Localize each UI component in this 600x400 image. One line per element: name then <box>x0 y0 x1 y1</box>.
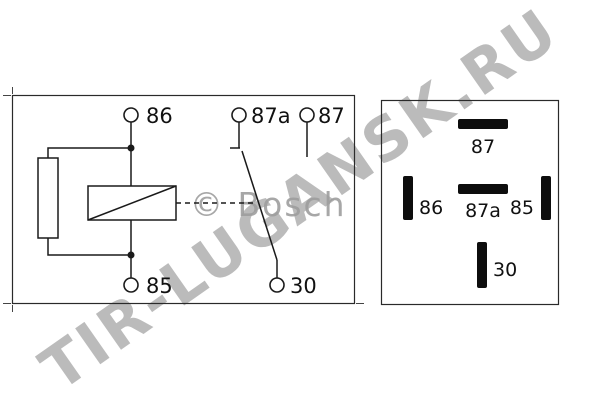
pinout-border <box>380 99 560 306</box>
terminal-85-circle <box>123 277 139 293</box>
pin-87-label: 87 <box>471 136 495 158</box>
terminal-30-label: 30 <box>290 274 317 298</box>
junction-dot-bottom <box>127 251 135 259</box>
pin-87a-label: 87a <box>465 200 501 222</box>
terminal-87-label: 87 <box>318 104 345 128</box>
terminal-87-circle <box>299 107 315 123</box>
terminal-86-circle <box>123 107 139 123</box>
pin-87-bar <box>458 119 508 129</box>
pin-85-label: 85 <box>510 197 534 219</box>
pin-86-label: 86 <box>419 197 443 219</box>
terminal-30-circle <box>269 277 285 293</box>
pin-86-bar <box>403 176 413 220</box>
terminal-86-label: 86 <box>146 104 173 128</box>
coil-diagonal <box>87 185 177 221</box>
resistor-branch-wire <box>47 147 131 256</box>
junction-dot-top <box>127 144 135 152</box>
pin-30-label: 30 <box>493 259 517 281</box>
pinout-panel: 87 86 87a 85 30 <box>380 99 560 306</box>
terminal-85-label: 85 <box>146 274 173 298</box>
switch-blade <box>241 150 278 261</box>
resistor-body <box>37 157 59 239</box>
terminal-87a-circle <box>231 107 247 123</box>
terminal-87a-label: 87a <box>251 104 291 128</box>
pin-87a-bar <box>458 184 508 194</box>
pin-30-bar <box>477 242 487 288</box>
pin-85-bar <box>541 176 551 220</box>
corner-tick-marks <box>3 87 364 312</box>
schematic-panel: 86 87a 87 85 30 <box>3 87 364 312</box>
schematic-border <box>11 94 356 305</box>
